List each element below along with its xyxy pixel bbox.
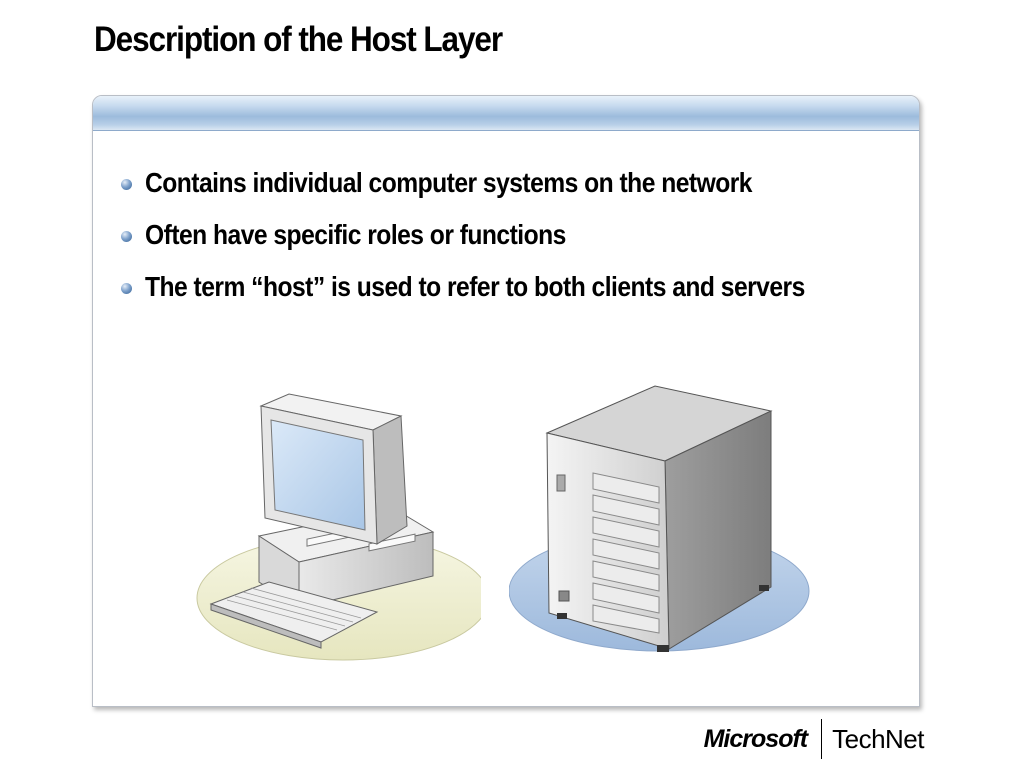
bullet-icon: [121, 283, 132, 294]
logo-divider: [821, 719, 823, 759]
bullet-list: Contains individual computer systems on …: [119, 164, 879, 320]
desktop-computer-icon: [196, 393, 481, 661]
panel-header-bar: [93, 96, 919, 131]
bullet-item: Contains individual computer systems on …: [119, 164, 879, 202]
bullet-icon: [121, 179, 132, 190]
content-panel: Contains individual computer systems on …: [92, 95, 920, 707]
microsoft-logo: Microsoft: [703, 724, 808, 753]
bullet-item: Often have specific roles or functions: [119, 216, 879, 254]
footer-logo: Microsoft TechNet: [704, 718, 924, 760]
technet-label: TechNet: [832, 723, 924, 754]
slide-title: Description of the Host Layer: [94, 20, 503, 59]
bullet-icon: [121, 231, 132, 242]
bullet-item: The term “host” is used to refer to both…: [119, 268, 879, 306]
tower-server-icon: [509, 385, 810, 652]
